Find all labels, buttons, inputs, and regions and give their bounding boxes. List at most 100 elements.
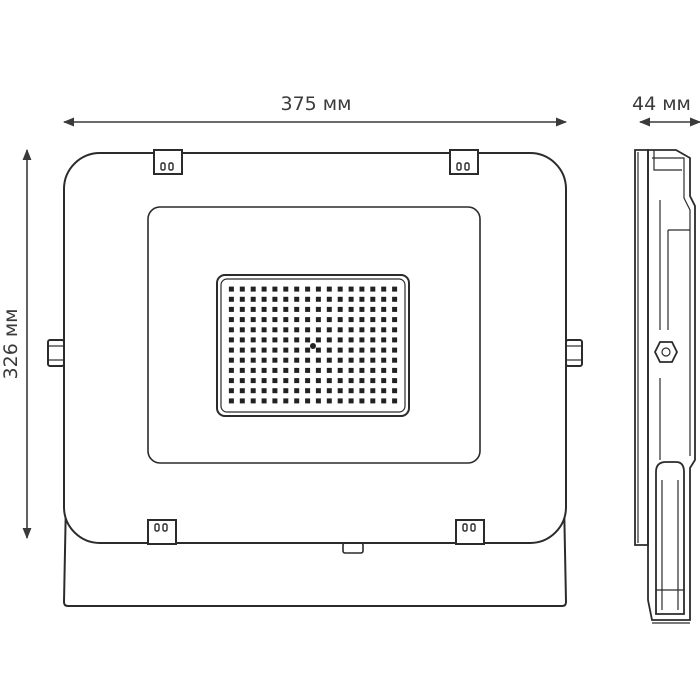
led-chip — [250, 398, 256, 404]
front-view — [47, 149, 583, 607]
led-chip — [305, 296, 311, 302]
led-chip — [370, 398, 376, 404]
led-chip — [348, 347, 354, 353]
led-chip — [315, 378, 321, 384]
led-chip — [392, 357, 398, 363]
led-chip — [272, 347, 278, 353]
led-chip — [283, 296, 289, 302]
led-chip — [315, 296, 321, 302]
side-body — [647, 149, 696, 621]
top-left-clip — [153, 149, 183, 175]
led-chip — [261, 357, 267, 363]
led-chip — [337, 367, 343, 373]
led-chip — [326, 378, 332, 384]
housing-base — [62, 499, 568, 607]
led-chip — [370, 317, 376, 323]
led-chip — [228, 367, 234, 373]
led-chip — [392, 286, 398, 292]
led-chip — [239, 296, 245, 302]
led-chip — [370, 357, 376, 363]
led-chip — [348, 317, 354, 323]
led-chip — [359, 317, 365, 323]
led-chip — [294, 367, 300, 373]
led-chip — [348, 357, 354, 363]
led-chip — [326, 337, 332, 343]
led-chip — [305, 337, 311, 343]
led-chip — [359, 388, 365, 394]
led-chip — [326, 367, 332, 373]
led-chip — [228, 337, 234, 343]
led-chip — [294, 357, 300, 363]
led-chip — [250, 306, 256, 312]
led-chip — [294, 337, 300, 343]
led-chip — [348, 296, 354, 302]
led-chip — [348, 327, 354, 333]
led-chip — [392, 378, 398, 384]
led-chip — [305, 357, 311, 363]
led-chip — [305, 398, 311, 404]
led-chip — [228, 347, 234, 353]
led-chip — [392, 347, 398, 353]
led-chip — [228, 327, 234, 333]
led-chip — [337, 337, 343, 343]
led-chip — [392, 367, 398, 373]
led-chip — [294, 317, 300, 323]
led-chip — [337, 317, 343, 323]
led-chip — [359, 296, 365, 302]
led-chip — [315, 306, 321, 312]
led-chip — [283, 347, 289, 353]
height-dimension-label: 326 мм — [0, 309, 22, 380]
led-chip — [359, 367, 365, 373]
led-chip — [272, 327, 278, 333]
led-chip — [381, 306, 387, 312]
led-chip — [370, 306, 376, 312]
led-chip — [392, 327, 398, 333]
led-chip — [272, 317, 278, 323]
left-bolt — [47, 339, 65, 367]
led-chip — [294, 398, 300, 404]
led-chip — [381, 378, 387, 384]
led-chip — [250, 378, 256, 384]
led-chip — [359, 306, 365, 312]
led-chip — [305, 378, 311, 384]
led-chip — [381, 327, 387, 333]
led-chip — [261, 337, 267, 343]
led-chip — [326, 388, 332, 394]
led-chip — [250, 357, 256, 363]
right-bolt — [565, 339, 583, 367]
led-chip — [272, 286, 278, 292]
led-chip — [381, 388, 387, 394]
led-chip — [272, 306, 278, 312]
led-chip — [261, 306, 267, 312]
led-chip — [392, 388, 398, 394]
led-chip — [239, 347, 245, 353]
led-chip — [250, 337, 256, 343]
led-chip — [381, 347, 387, 353]
led-chip — [359, 357, 365, 363]
inner-frame — [147, 206, 481, 464]
led-chip — [370, 347, 376, 353]
led-chip — [381, 317, 387, 323]
side-hex-bolt — [653, 341, 679, 363]
led-chip — [326, 296, 332, 302]
led-chip — [239, 388, 245, 394]
led-chip — [250, 347, 256, 353]
led-chip — [228, 286, 234, 292]
led-chip — [239, 378, 245, 384]
led-chip — [359, 378, 365, 384]
led-chip — [315, 398, 321, 404]
led-chip — [392, 296, 398, 302]
led-chip — [261, 347, 267, 353]
led-chip — [370, 388, 376, 394]
led-chip — [359, 398, 365, 404]
led-chip — [359, 337, 365, 343]
led-chip — [337, 327, 343, 333]
led-chip — [337, 357, 343, 363]
width-dimension-label: 375 мм — [281, 93, 352, 115]
led-chip — [250, 317, 256, 323]
led-chip — [250, 286, 256, 292]
led-chip — [315, 327, 321, 333]
led-chip — [326, 347, 332, 353]
led-chip — [337, 286, 343, 292]
